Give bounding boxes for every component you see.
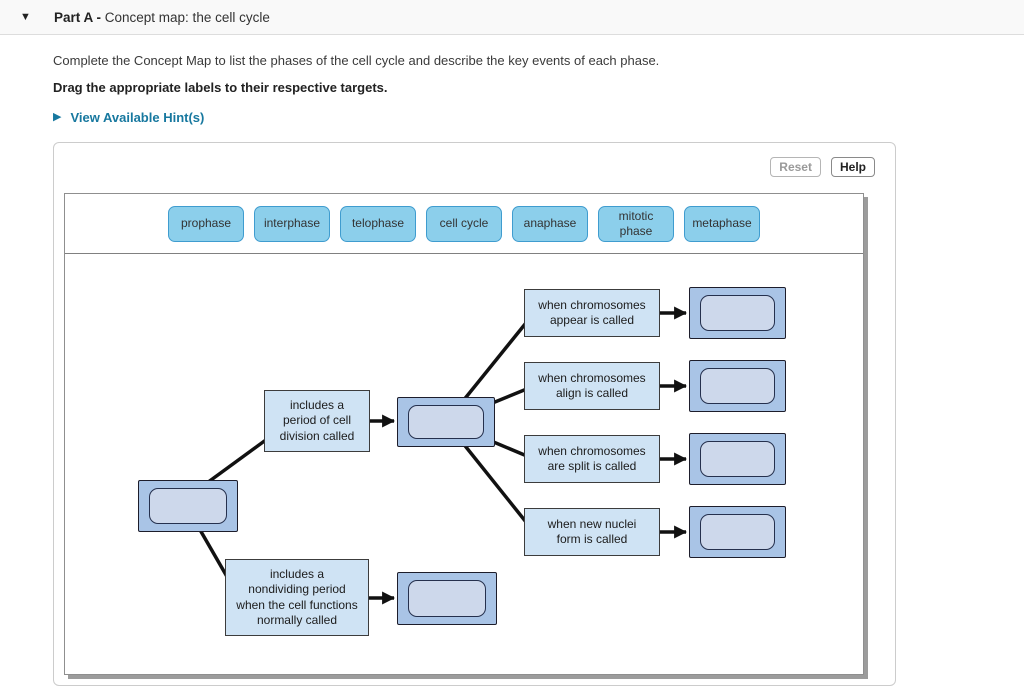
view-hints-link[interactable]: ▶ View Available Hint(s)	[53, 110, 204, 125]
help-button[interactable]: Help	[830, 157, 875, 177]
reset-button[interactable]: Reset	[770, 157, 821, 177]
label-chip-mitotic-phase[interactable]: mitotic phase	[598, 205, 674, 242]
drop-slot	[700, 295, 775, 331]
label-bank: prophase interphase telophase cell cycle…	[65, 194, 863, 254]
label-chip-cell-cycle[interactable]: cell cycle	[426, 205, 502, 242]
drop-target-split[interactable]	[689, 433, 786, 485]
drop-target-nuclei[interactable]	[689, 506, 786, 558]
part-title-text: Concept map: the cell cycle	[104, 9, 270, 25]
instructions-text: Complete the Concept Map to list the pha…	[53, 53, 660, 68]
description-box-nuclei: when new nuclei form is called	[524, 508, 660, 556]
part-label: Part A -	[54, 9, 105, 25]
concept-map-canvas: prophase interphase telophase cell cycle…	[64, 193, 864, 675]
drop-target-appear[interactable]	[689, 287, 786, 339]
toolbar: Reset Help	[770, 157, 875, 177]
label-chip-interphase[interactable]: interphase	[254, 205, 330, 242]
activity-panel: Reset Help prophase interphase telophase…	[53, 142, 896, 686]
label-chip-prophase[interactable]: prophase	[168, 205, 244, 242]
hint-expand-icon: ▶	[53, 111, 62, 123]
description-box-nondividing: includes a nondividing period when the c…	[225, 559, 369, 636]
drop-slot	[700, 441, 775, 477]
drop-slot	[149, 488, 227, 524]
drop-slot	[408, 580, 486, 617]
part-header: ▼ Part A - Concept map: the cell cycle	[0, 0, 1024, 35]
drop-target-interphase[interactable]	[397, 572, 497, 625]
hint-link-label: View Available Hint(s)	[70, 110, 205, 125]
collapse-part-icon[interactable]: ▼	[20, 11, 31, 23]
description-box-appear: when chromosomes appear is called	[524, 289, 660, 337]
description-box-division: includes a period of cell division calle…	[264, 390, 370, 452]
drop-target-cell-cycle[interactable]	[138, 480, 238, 532]
drop-slot	[700, 514, 775, 550]
drop-target-mitotic-phase[interactable]	[397, 397, 495, 447]
drop-target-align[interactable]	[689, 360, 786, 412]
label-chip-telophase[interactable]: telophase	[340, 205, 416, 242]
drop-slot	[408, 405, 484, 439]
part-title: Part A - Concept map: the cell cycle	[54, 10, 270, 25]
label-chip-metaphase[interactable]: metaphase	[684, 205, 760, 242]
description-box-split: when chromosomes are split is called	[524, 435, 660, 483]
drag-instructions-text: Drag the appropriate labels to their res…	[53, 80, 388, 95]
label-chip-anaphase[interactable]: anaphase	[512, 205, 588, 242]
description-box-align: when chromosomes align is called	[524, 362, 660, 410]
drop-slot	[700, 368, 775, 404]
